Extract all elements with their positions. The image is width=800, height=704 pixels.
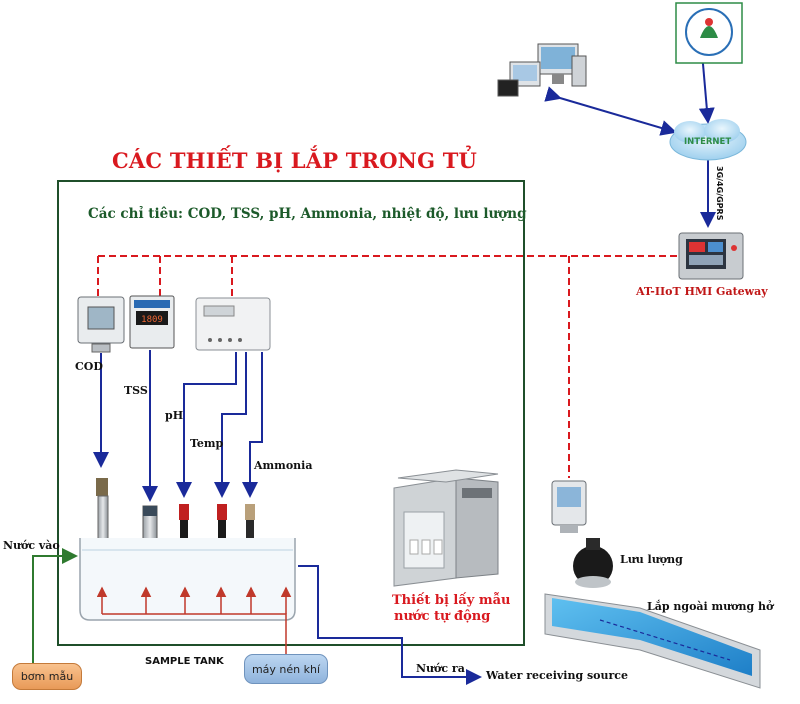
network-links xyxy=(544,49,716,228)
diagram-title: CÁC THIẾT BỊ LẮP TRONG TỦ xyxy=(112,148,478,173)
ultrasonic-flow-sensor xyxy=(573,538,613,588)
flow-label: Lưu lượng xyxy=(620,553,683,566)
signal-bus xyxy=(97,255,678,478)
outlet-label: Nước ra xyxy=(416,662,465,675)
auto-sampler-label-line1: Thiết bị lấy mẫu xyxy=(392,593,511,608)
receiving-source-label: Water receiving source xyxy=(486,669,629,682)
inlet-label: Nước vào xyxy=(3,539,60,552)
tss-label: TSS xyxy=(124,384,148,397)
flow-controller xyxy=(551,480,587,533)
authority-logo xyxy=(675,2,743,64)
ph-label: pH xyxy=(165,409,184,422)
inlet-line xyxy=(32,548,78,663)
parameters-subtitle: Các chỉ tiêu: COD, TSS, pH, Ammonia, nhi… xyxy=(88,206,527,222)
auto-sampler-label: Thiết bị lấy mẫu nước tự động xyxy=(392,593,532,625)
multiparameter-controller xyxy=(195,297,271,351)
sample-tank-label: SAMPLE TANK xyxy=(145,656,224,667)
hmi-gateway xyxy=(678,232,744,280)
sample-pump: bơm mẫu xyxy=(12,663,82,690)
auto-sampler-label-line2: nước tự động xyxy=(394,609,491,624)
air-compressor: máy nén khí xyxy=(244,654,328,684)
internet-cloud xyxy=(669,119,747,161)
auto-sampler xyxy=(393,469,499,587)
gateway-label: AT-IIoT HMI Gateway xyxy=(636,285,768,298)
open-channel-label: Lắp ngoài mương hở xyxy=(647,600,774,613)
cabinet-frame xyxy=(57,180,525,646)
cod-transmitter xyxy=(77,296,125,353)
temp-label: Temp xyxy=(190,437,224,450)
monitoring-computers xyxy=(497,43,587,97)
open-channel xyxy=(544,593,761,689)
cod-label: COD xyxy=(75,360,103,373)
sensor-cables xyxy=(93,350,263,502)
air-lines xyxy=(96,586,292,654)
network-type-label: 3G/4G/GPRS xyxy=(715,166,724,221)
tss-transmitter: 1809 xyxy=(129,295,175,349)
ammonia-label: Ammonia xyxy=(254,459,313,472)
svg-text:1809: 1809 xyxy=(141,315,163,325)
sample-tank xyxy=(79,538,296,621)
outlet-line xyxy=(298,565,482,685)
internet-label: INTERNET xyxy=(684,137,732,147)
